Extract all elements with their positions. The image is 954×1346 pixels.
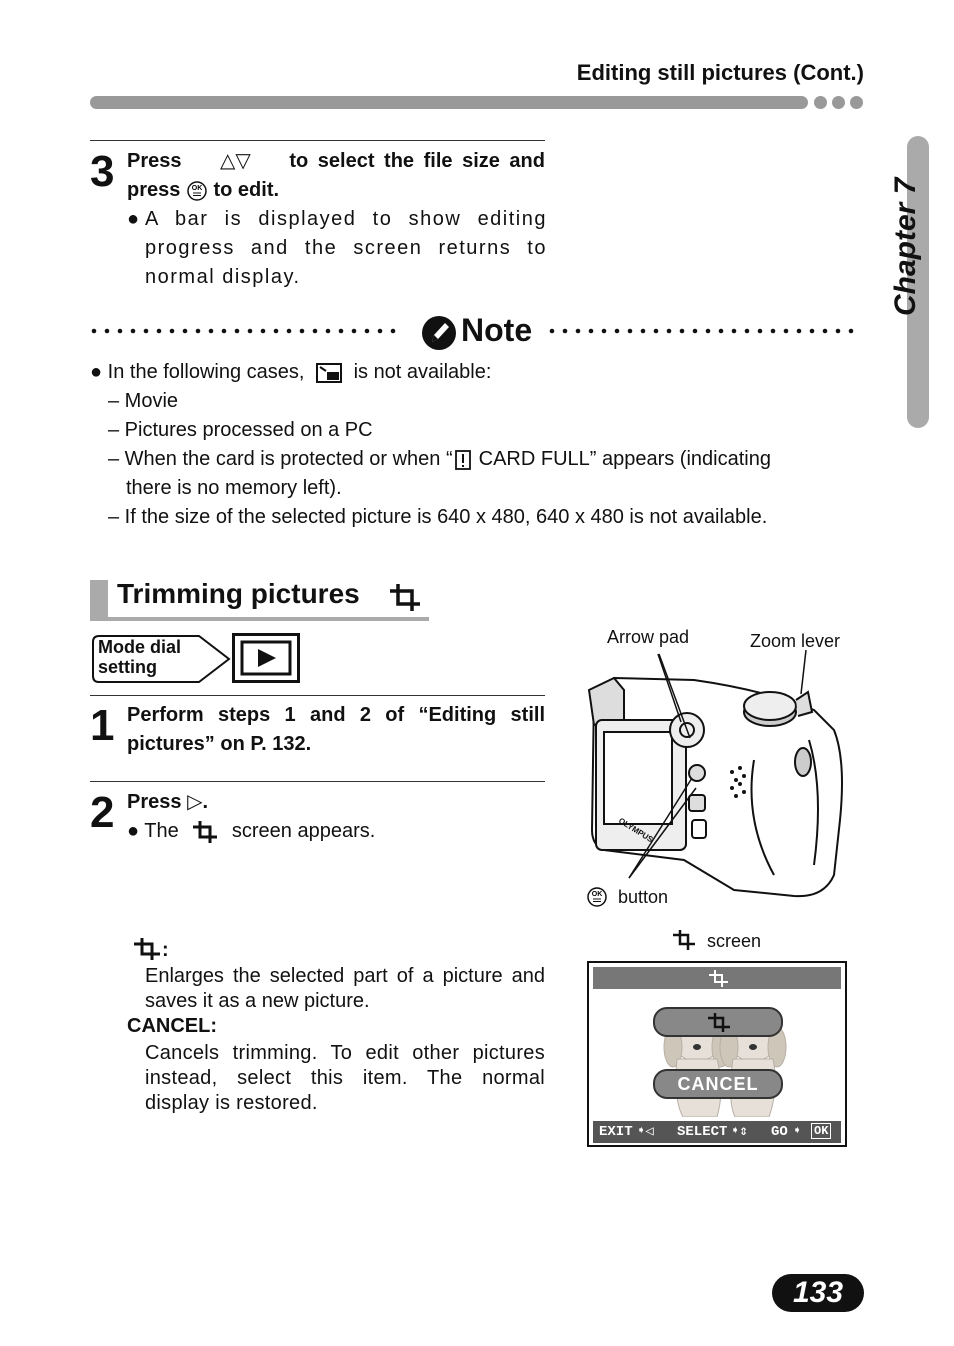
up-down-button-icon: ➧⇕ bbox=[731, 1124, 748, 1140]
note-item: – Movie bbox=[108, 390, 179, 412]
arrow-pad-label: Arrow pad bbox=[607, 627, 690, 647]
playback-mode-box bbox=[232, 633, 300, 683]
trim-icon bbox=[390, 584, 420, 611]
cancel-definition: Cancels trimming. To edit other pictures… bbox=[145, 1042, 545, 1114]
go-arrow-icon: ➧ bbox=[793, 1124, 802, 1140]
ok-button-label: button bbox=[618, 887, 669, 907]
trim-icon bbox=[673, 930, 695, 950]
step3-bullet: ● A bar is displayed to show editing pro… bbox=[127, 205, 547, 292]
note-card-c: there is no memory left). bbox=[126, 477, 342, 499]
ok-key-icon: OK bbox=[811, 1123, 832, 1139]
up-down-arrow-icon: △▽ bbox=[220, 150, 251, 172]
left-button-icon: ➧◁ bbox=[637, 1124, 654, 1140]
mode-dial-label: Mode dial setting bbox=[98, 637, 181, 677]
screen-title-bar bbox=[593, 967, 841, 989]
select-hint: SELECT bbox=[677, 1124, 728, 1140]
step-number: 2 bbox=[90, 788, 115, 837]
mode-dial-label-box bbox=[92, 635, 231, 683]
note-body: ● In the following cases, is not availab… bbox=[90, 358, 870, 532]
trim-screen: CANCEL EXIT ➧◁ SELECT ➧⇕ GO ➧ OK bbox=[587, 961, 847, 1147]
step1-line2: pictures” on P. 132. bbox=[127, 733, 312, 755]
note-card-b: CARD FULL” appears (indicating bbox=[478, 448, 771, 470]
step2-instruction: Press ▷. bbox=[127, 788, 208, 817]
cancel-term: CANCEL: bbox=[127, 1015, 217, 1037]
section-underline bbox=[90, 617, 429, 621]
go-hint: GO bbox=[771, 1124, 788, 1140]
bullet-icon: ● bbox=[127, 820, 140, 842]
camera-illustration: OLYMPUS bbox=[587, 650, 843, 898]
trim-definition-colon: : bbox=[162, 939, 169, 961]
step-number: 3 bbox=[90, 147, 115, 196]
resize-icon bbox=[316, 362, 342, 383]
trim-icon bbox=[709, 970, 728, 987]
screen-footer: EXIT ➧◁ SELECT ➧⇕ GO ➧ OK bbox=[593, 1121, 841, 1143]
running-header: Editing still pictures (Cont.) bbox=[576, 60, 864, 85]
step2-bullet: ● The screen appears. bbox=[127, 817, 375, 846]
header-dot bbox=[814, 96, 827, 109]
step-divider bbox=[90, 695, 545, 696]
section-title: Trimming pictures bbox=[117, 578, 360, 609]
note-dots-left bbox=[91, 328, 396, 334]
exit-hint: EXIT bbox=[599, 1124, 633, 1140]
mode-label-line1: Mode dial bbox=[98, 637, 182, 657]
chapter-label: Chapter 7 bbox=[889, 176, 922, 316]
trim-definition: Enlarges the selected part of a picture … bbox=[145, 965, 545, 1012]
zoom-lever-label: Zoom lever bbox=[750, 631, 841, 651]
note-intro-a: In the following cases, bbox=[107, 361, 305, 383]
trim-icon bbox=[193, 820, 218, 843]
step2-bullet-b: screen appears. bbox=[231, 820, 376, 842]
note-title: Note bbox=[461, 312, 533, 348]
header-dot bbox=[850, 96, 863, 109]
step-divider bbox=[90, 781, 545, 782]
note-dots-right bbox=[549, 328, 854, 334]
step3-press2: press bbox=[127, 179, 181, 201]
step3-line2-rest: to edit. bbox=[213, 179, 280, 201]
trim-icon bbox=[708, 1013, 730, 1032]
header-dot bbox=[832, 96, 845, 109]
note-item: – Pictures processed on a PC bbox=[108, 419, 373, 441]
right-arrow-icon: ▷ bbox=[187, 791, 203, 813]
step3-bullet-text: A bar is displayed to show editing progr… bbox=[145, 208, 547, 288]
note-intro-b: is not available: bbox=[353, 361, 492, 383]
note-item: – If the size of the selected picture is… bbox=[108, 506, 768, 528]
screen-caption: screen bbox=[707, 931, 762, 951]
mode-label-line2: setting bbox=[98, 657, 158, 677]
note-card-a: – When the card is protected or when “ bbox=[108, 448, 453, 470]
step-divider bbox=[90, 140, 545, 141]
step-number: 1 bbox=[90, 701, 115, 750]
ok-button-icon: OK bbox=[587, 887, 607, 907]
svg-text:OK: OK bbox=[592, 891, 603, 898]
trim-option-button[interactable] bbox=[653, 1007, 783, 1037]
note-item-card: – When the card is protected or when “ C… bbox=[108, 445, 870, 474]
warning-card-icon bbox=[454, 449, 471, 470]
step1-line1: Perform steps 1 and 2 of “Editing still bbox=[127, 704, 545, 726]
step3-press: Press bbox=[127, 150, 182, 172]
step2-period: . bbox=[202, 791, 209, 813]
trim-icon bbox=[134, 938, 160, 960]
step3-instruction: Press △▽ to select the file size and pre… bbox=[127, 147, 545, 205]
page-number: 133 bbox=[772, 1274, 864, 1312]
chapter-tab bbox=[907, 136, 929, 428]
bullet-icon: ● bbox=[127, 208, 140, 230]
step1-instruction: Perform steps 1 and 2 of “Editing still … bbox=[127, 701, 545, 759]
step3-line1-rest: to select the file size and bbox=[289, 150, 545, 172]
step2-press: Press bbox=[127, 791, 182, 813]
bullet-icon: ● bbox=[90, 361, 103, 383]
header-rule bbox=[90, 96, 808, 109]
pencil-icon bbox=[422, 316, 456, 350]
svg-text:OK: OK bbox=[192, 185, 203, 192]
svg-text:Chapter 7: Chapter 7 bbox=[889, 176, 922, 316]
note-intro: ● In the following cases, is not availab… bbox=[90, 358, 870, 387]
section-marker bbox=[90, 580, 108, 620]
step2-bullet-a: The bbox=[144, 820, 179, 842]
cancel-option-button[interactable]: CANCEL bbox=[653, 1069, 783, 1099]
ok-button-icon: OK bbox=[187, 180, 207, 201]
playback-icon bbox=[240, 640, 292, 676]
